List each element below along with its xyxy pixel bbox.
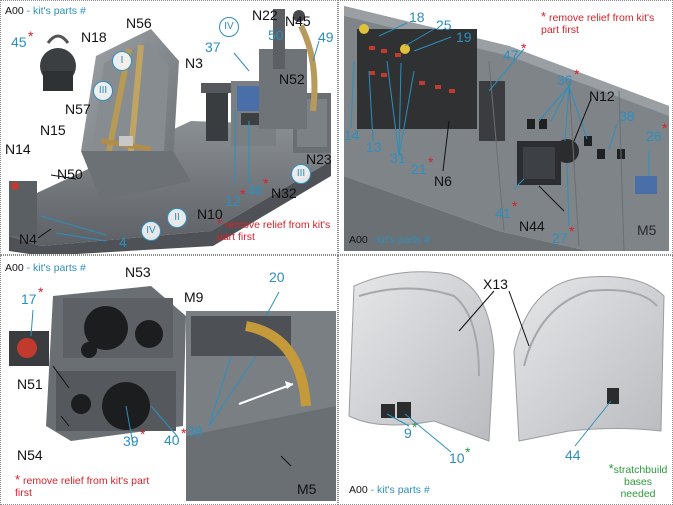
caption-code: A00	[5, 262, 24, 274]
label-n32: N32	[271, 185, 297, 201]
stratchbuild-note: *stratchbuild bases needed	[608, 461, 668, 500]
label-n12: N12	[589, 88, 615, 104]
red-star: *	[569, 223, 575, 239]
label-x13: X13	[483, 276, 508, 292]
red-star: *	[263, 175, 269, 191]
part-number-4: 4	[119, 234, 127, 250]
part-number-21: 21	[411, 161, 427, 177]
roman-marker-iii: III	[291, 164, 311, 184]
label-n52: N52	[279, 71, 305, 87]
part-number-39: 39	[123, 433, 139, 449]
part-number-27: 27	[552, 230, 568, 246]
part-number-41: 41	[495, 205, 511, 221]
panel-side-wall: 18 25 19 47 * 36 * N12 38 26 * 14 13 31 …	[338, 0, 673, 255]
label-n14: N14	[5, 141, 31, 157]
label-n22: N22	[252, 7, 278, 23]
red-star: *	[512, 198, 518, 214]
part-number-17: 17	[21, 291, 37, 307]
remove-relief-note: * remove relief from kit's part first	[15, 472, 150, 499]
part-number-25: 25	[436, 17, 452, 33]
caption-code: A00	[5, 5, 24, 17]
remove-relief-note: * remove relief from kit's part first	[541, 9, 655, 36]
red-star: *	[38, 284, 44, 300]
caption-a00: A00 - kit's parts #	[349, 485, 430, 496]
label-n51: N51	[17, 376, 43, 392]
roman-marker-iii: III	[93, 81, 113, 101]
label-n44: N44	[519, 218, 545, 234]
label-m5: M5	[637, 222, 657, 238]
label-n53: N53	[125, 264, 151, 280]
label-n56: N56	[126, 15, 152, 31]
red-star: *	[662, 120, 668, 136]
label-n6: N6	[434, 173, 452, 189]
part-number-18: 18	[409, 9, 425, 25]
roman-marker-iv: IV	[219, 17, 239, 37]
panel-canopy-frames: X13 9 * 10 * 44 A00 - kit's parts # *str…	[338, 255, 673, 505]
part-number-19: 19	[456, 29, 472, 45]
instrument-panel-photo	[9, 286, 336, 501]
part-number-44: 44	[565, 447, 581, 463]
part-number-37: 37	[205, 39, 221, 55]
label-n45: N45	[285, 13, 311, 29]
part-number-50: 50	[268, 27, 284, 43]
red-star: *	[428, 154, 434, 170]
label-n15: N15	[40, 122, 66, 138]
part-number-26: 26	[646, 128, 662, 144]
part-number-40: 40	[164, 432, 180, 448]
part-number-10: 10	[449, 450, 465, 466]
red-star: *	[28, 28, 34, 44]
caption-kit-parts: - kit's parts #	[370, 484, 430, 496]
part-number-20: 20	[269, 269, 285, 285]
red-star: *	[240, 186, 246, 202]
part-number-47: 47	[503, 47, 519, 63]
roman-marker-ii: II	[167, 208, 187, 228]
caption-a00: A00 - kit's parts #	[5, 6, 86, 17]
red-star: *	[521, 40, 527, 56]
caption-kit-parts: - kit's parts #	[26, 262, 86, 274]
red-star: *	[574, 66, 580, 82]
label-n4: N4	[19, 231, 37, 247]
part-number-38: 38	[187, 423, 203, 439]
part-number-12: 12	[225, 193, 241, 209]
caption-kit-parts: - kit's parts #	[26, 5, 86, 17]
caption-a00: A00 - kit's parts #	[5, 263, 86, 274]
green-star: *	[465, 444, 471, 460]
label-n50: N50	[57, 166, 83, 182]
part-number-45: 45	[11, 34, 27, 50]
caption-code: A00	[349, 484, 368, 496]
roman-marker-iv: IV	[141, 221, 161, 241]
label-n57: N57	[65, 101, 91, 117]
part-number-14: 14	[344, 127, 360, 143]
part-number-49: 49	[318, 29, 334, 45]
label-n23: N23	[306, 151, 332, 167]
label-n54: N54	[17, 447, 43, 463]
caption-code: A00	[349, 234, 368, 246]
label-m9: M9	[184, 289, 204, 305]
caption-kit-parts: - kit's parts #	[370, 234, 430, 246]
part-number-31: 31	[390, 150, 406, 166]
panel-cockpit-tub: 45 * N18 N56 N22 N45 50 49 37 N3 N52 N57…	[0, 0, 338, 255]
caption-a00: A00 - kit's parts #	[349, 235, 430, 246]
part-number-46: 46	[247, 182, 263, 198]
label-n10: N10	[197, 206, 223, 222]
part-number-38: 38	[619, 108, 635, 124]
remove-relief-note: * remove relief from kit's part first	[217, 216, 331, 243]
green-star: *	[412, 419, 418, 435]
panel-instrument-panel: N53 17 * N51 N54 39 * 40 * M9 20 38 M5 A…	[0, 255, 338, 505]
label-n18: N18	[81, 29, 107, 45]
red-star: *	[181, 425, 187, 441]
label-m5: M5	[297, 481, 317, 497]
roman-marker-i: I	[112, 51, 132, 71]
red-star: *	[140, 426, 146, 442]
part-number-36: 36	[557, 72, 573, 88]
label-n3: N3	[185, 55, 203, 71]
part-number-13: 13	[366, 139, 382, 155]
part-number-9: 9	[404, 425, 412, 441]
